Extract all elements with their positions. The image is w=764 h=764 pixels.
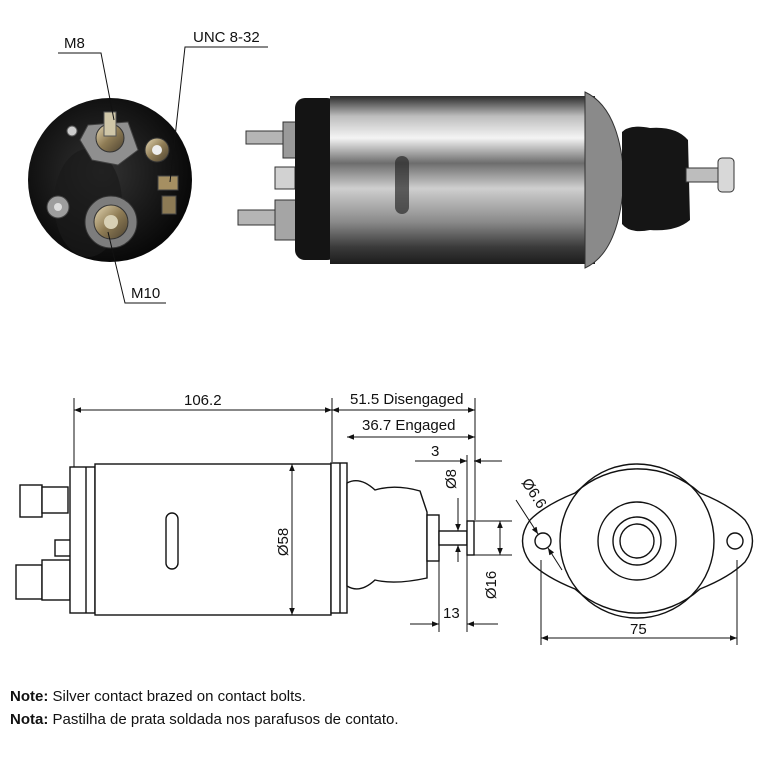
- end-cap-photo: M8 UNC 8-32 M10: [28, 29, 268, 304]
- drawing-end-cap: [69, 466, 96, 614]
- drawing-right-hole: [726, 532, 744, 550]
- side-view-drawing: [15, 462, 475, 616]
- drawing-left-hole: [534, 532, 552, 550]
- flange-ring: [584, 91, 625, 269]
- drawing-plunger-shaft: [438, 530, 468, 546]
- engaged-label: 36.7 Engaged: [362, 417, 455, 434]
- unc-terminal: [144, 137, 179, 215]
- chrome-housing: [330, 96, 595, 264]
- drawing-plunger-head: [466, 520, 475, 556]
- hole-dia-label: Ø6.6: [518, 475, 550, 512]
- upper-stud: [245, 130, 287, 145]
- drawing-mounting-flange: [521, 468, 754, 614]
- drawing-lower-nut: [15, 564, 43, 600]
- flange-width-label: 75: [630, 621, 647, 638]
- drawing-upper-nut: [19, 484, 43, 518]
- plunger-head: [717, 157, 735, 193]
- note-portuguese: Nota: Pastilha de prata soldada nos para…: [10, 710, 399, 730]
- black-end-cap: [295, 98, 337, 260]
- side-dimensions: [73, 398, 512, 632]
- plunger-shaft: [685, 167, 721, 183]
- note-label: Note:: [10, 688, 49, 705]
- m10-terminal: [46, 195, 138, 249]
- nota-label: Nota:: [10, 711, 49, 728]
- front-view-drawing: [521, 463, 754, 619]
- drawing-flange: [330, 462, 348, 614]
- front-dimensions: [515, 499, 738, 645]
- drawing-housing-circle: [559, 463, 715, 619]
- unc-label: UNC 8-32: [193, 29, 260, 46]
- m10-label: M10: [131, 285, 160, 302]
- side-view-photo: [237, 91, 735, 269]
- drawing-boot: [346, 480, 428, 590]
- extension-label: 13: [443, 605, 460, 622]
- note-text: Silver contact brazed on contact bolts.: [48, 688, 306, 705]
- plunger-head-label: 3: [431, 443, 439, 460]
- head-dia-label: Ø16: [483, 571, 500, 599]
- shaft-dia-label: Ø8: [443, 469, 460, 489]
- note-english: Note: Silver contact brazed on contact b…: [10, 687, 306, 707]
- rubber-boot: [622, 126, 690, 232]
- length-label: 106.2: [184, 392, 222, 409]
- nota-text: Pastilha de prata soldada nos parafusos …: [48, 711, 399, 728]
- body-dia-label: Ø58: [275, 528, 292, 556]
- disengaged-label: 51.5 Disengaged: [350, 391, 463, 408]
- m8-terminal: [66, 111, 139, 166]
- m8-label: M8: [64, 35, 85, 52]
- drawing-housing: [94, 463, 332, 616]
